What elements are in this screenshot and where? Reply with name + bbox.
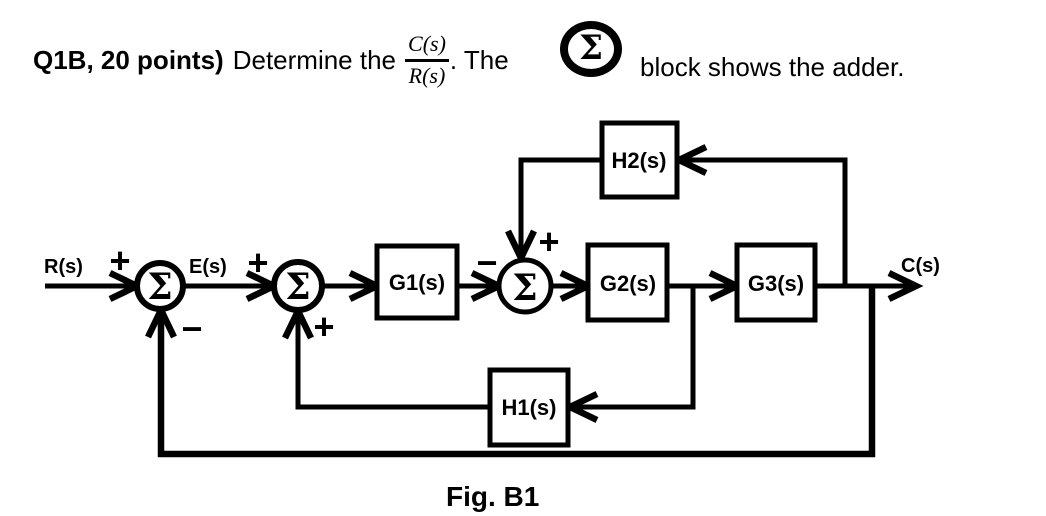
wire-outer-feedback (157, 286, 876, 458)
summer-1 (134, 260, 186, 312)
transfer-function-fraction: C(s) R(s) (405, 32, 449, 87)
question-after-fraction: . The (449, 45, 509, 75)
summer-3 (496, 257, 554, 315)
sum1-input-sign: + (109, 240, 130, 281)
question-text: Q1B, 20 points) Determine the C(s) R(s) … (33, 31, 509, 89)
block-g1 (374, 243, 460, 321)
sum1-feedback-sign: − (181, 308, 202, 349)
wire-tap-to-h2 (682, 157, 848, 286)
fraction-denominator: R(s) (408, 62, 446, 88)
block-h2 (599, 120, 680, 200)
summer-3-sigma: Σ (512, 267, 537, 309)
sigma-glyph: Σ (578, 28, 604, 68)
summer-2-sigma: Σ (285, 266, 310, 308)
block-g3-label: G3(s) (748, 271, 804, 296)
block-g2 (585, 242, 670, 323)
sum3-top-sign: + (538, 221, 559, 262)
block-h1 (487, 367, 571, 448)
output-signal-label: C(s) (901, 255, 940, 277)
block-h2-label: H2(s) (611, 148, 666, 173)
arrow-output-icon (887, 270, 924, 302)
sum3-input-sign: − (476, 242, 497, 283)
block-g2-label: G2(s) (600, 271, 656, 296)
sum2-feedback-sign: + (313, 306, 334, 347)
figure-caption: Fig. B1 (446, 481, 540, 512)
question-after-sigma: block shows the adder. (640, 52, 905, 82)
block-g1-label: G1(s) (389, 270, 445, 295)
summer-1-sigma: Σ (147, 266, 172, 308)
block-g3 (734, 242, 818, 323)
wire-h1-to-sum2 (295, 315, 490, 410)
sum2-input-sign: + (247, 242, 268, 283)
question-points-label: Q1B, 20 points) (33, 45, 224, 75)
wire-h2-to-sum3 (518, 157, 602, 254)
wire-tap-to-h1 (573, 286, 696, 410)
adder-sigma-icon: Σ (560, 21, 622, 77)
summer-2 (271, 259, 325, 313)
error-signal-label: E(s) (189, 256, 227, 278)
input-signal-label: R(s) (44, 256, 83, 278)
question-before-fraction: Determine the (232, 45, 397, 75)
block-h1-label: H1(s) (501, 395, 556, 420)
fraction-numerator: C(s) (405, 32, 449, 62)
